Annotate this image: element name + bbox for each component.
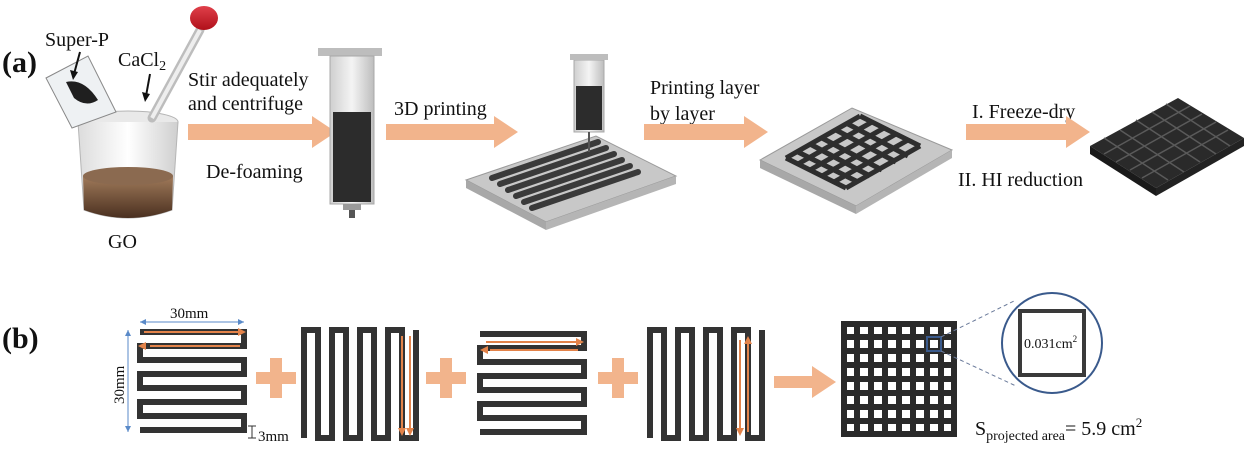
panel-b-label: (b) xyxy=(2,322,39,355)
cacl2-dropper xyxy=(147,6,218,123)
super-p-slide xyxy=(45,55,117,129)
step1-line2: and centrifuge xyxy=(188,93,303,115)
syringe xyxy=(318,48,382,218)
height-label: 30mm xyxy=(112,365,128,404)
gap-label: 3mm xyxy=(258,429,289,445)
plus-sign-3 xyxy=(598,358,638,398)
go-label: GO xyxy=(108,231,137,253)
step3-line1: Printing layer xyxy=(650,77,760,99)
super-p-label: Super-P xyxy=(45,29,109,51)
layer3-horizontal-pattern xyxy=(477,331,587,435)
step3-line2: by layer xyxy=(650,103,715,125)
plus-sign-2 xyxy=(426,358,466,398)
final-aerogel-lattice xyxy=(1090,98,1244,196)
panel-a-label: (a) xyxy=(2,46,37,79)
cacl2-label: CaCl2 xyxy=(118,49,166,74)
step2-arrow xyxy=(386,116,518,148)
result-arrow xyxy=(774,366,836,398)
go-beaker xyxy=(77,110,179,219)
step1-below: De-foaming xyxy=(206,161,303,183)
step2-label: 3D printing xyxy=(394,98,487,120)
step3-arrow xyxy=(644,116,768,148)
width-label: 30mm xyxy=(170,306,209,322)
step4-top: I. Freeze-dry xyxy=(972,101,1075,123)
final-grid-pattern xyxy=(841,321,957,437)
step1-arrow xyxy=(188,116,336,148)
cell-area-label: 0.031cm2 xyxy=(1024,334,1077,352)
step1-line1: Stir adequately xyxy=(188,69,309,91)
layer4-vertical-pattern xyxy=(647,327,765,441)
highlighted-cell xyxy=(926,336,942,352)
layer2-vertical-pattern xyxy=(301,327,419,441)
printing-plate xyxy=(464,54,678,230)
zoom-inset xyxy=(1001,292,1103,394)
layer1-horizontal-pattern xyxy=(125,319,256,439)
printed-lattice-on-plate xyxy=(758,107,954,214)
step4-arrow xyxy=(966,116,1090,148)
projected-area-label: Sprojected area= 5.9 cm2 xyxy=(975,415,1142,444)
step4-bottom: II. HI reduction xyxy=(958,169,1083,191)
plus-sign-1 xyxy=(256,358,296,398)
